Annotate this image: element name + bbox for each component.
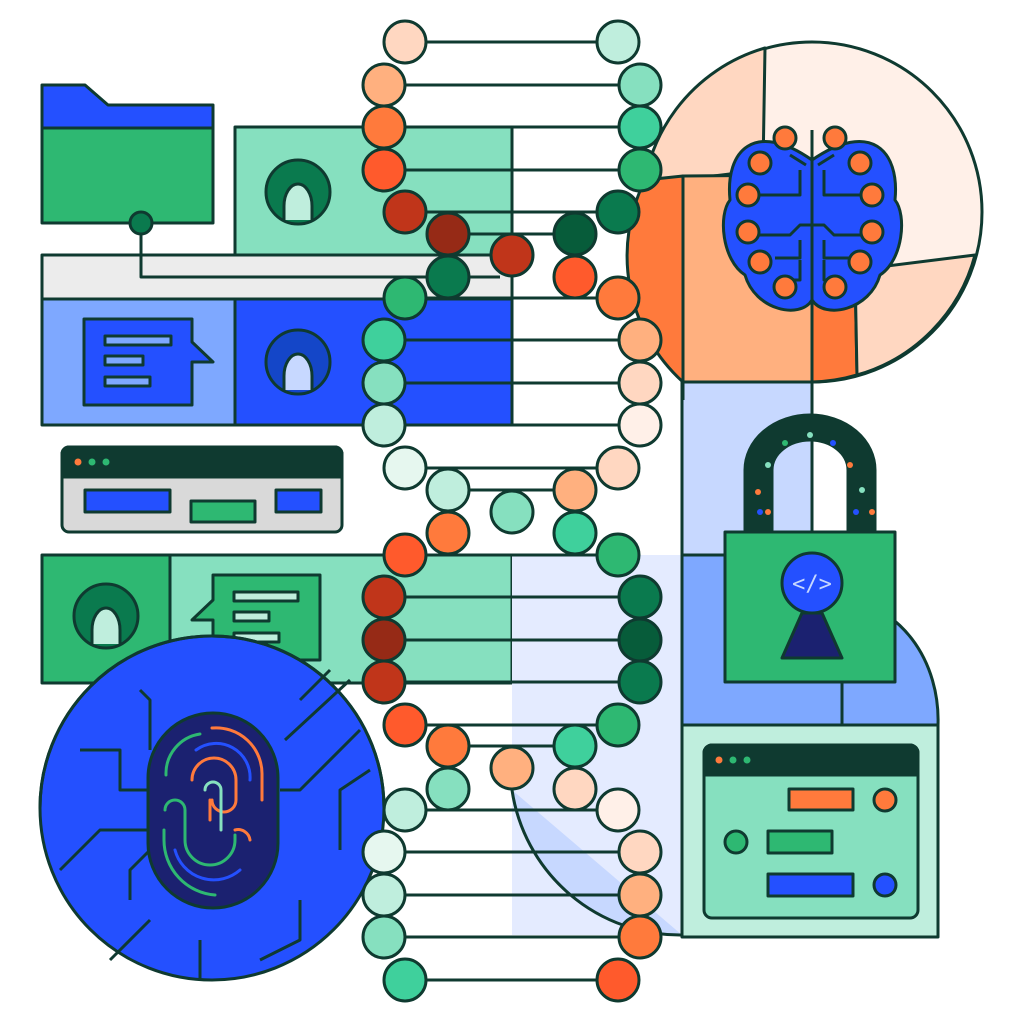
brain-circle-icon (625, 40, 984, 400)
dna-helix-right-strand (489, 19, 663, 1003)
folder-icon (40, 83, 500, 279)
fingerprint-circuit-icon (38, 634, 386, 982)
dna-helix-left-strand (361, 19, 471, 1003)
chat-bubble-icon-1 (82, 317, 215, 407)
user-avatar-icon-3 (72, 582, 140, 650)
code-symbol-icon: </> (792, 572, 832, 597)
dna-helix-rungs (384, 40, 640, 982)
browser-window-small (60, 445, 344, 534)
user-avatar-icon-1 (264, 158, 332, 226)
padlock-icon: </> (723, 413, 897, 684)
browser-window-large (702, 743, 920, 920)
user-avatar-icon-2 (264, 328, 332, 396)
